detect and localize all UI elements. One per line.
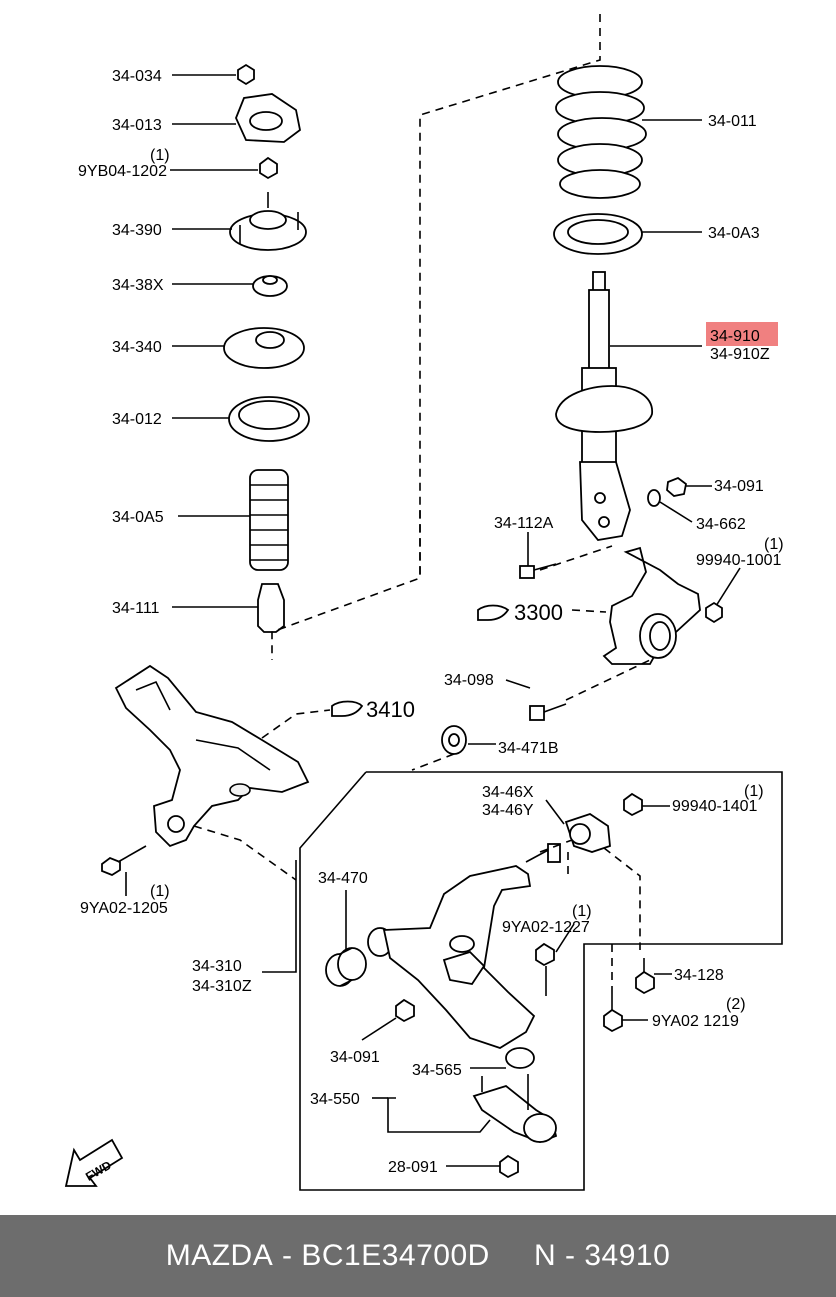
label-34-390: 34-390 <box>112 222 162 239</box>
footer-ref: N - 34910 <box>534 1239 671 1272</box>
nut-28-091 <box>446 1154 519 1179</box>
steering-knuckle <box>602 546 701 665</box>
label-34-38x: 34-38X <box>112 277 164 294</box>
nut-34-091-lower <box>361 998 415 1041</box>
strut-mount-stack <box>223 63 310 633</box>
label-34-091-lower: 34-091 <box>330 1049 380 1066</box>
label-34-46x: 34-46X <box>482 784 534 801</box>
bushing-34-470 <box>325 890 367 987</box>
label-34-310: 34-310 <box>192 958 242 975</box>
strut-assembly <box>555 271 653 541</box>
footer-bar: MAZDA - BC1E34700D N - 34910 <box>0 1215 836 1297</box>
label-34-012: 34-012 <box>112 411 162 428</box>
footer-brand: MAZDA <box>165 1239 274 1272</box>
label-34-011: 34-011 <box>708 113 757 130</box>
label-34-470: 34-470 <box>318 870 368 887</box>
spring-seat <box>553 213 643 255</box>
label-34-111: 34-111 <box>112 600 160 617</box>
label-99940-1401: 99940-1401 <box>672 798 758 815</box>
leaders-right-top <box>527 119 741 607</box>
bushing-34-46x <box>539 792 670 950</box>
arm-bolts <box>535 923 672 1033</box>
highlight-box <box>706 322 778 346</box>
label-28-091: 28-091 <box>388 1159 438 1176</box>
label-34-013: 34-013 <box>112 117 162 134</box>
label-34-091-upper: 34-091 <box>714 478 764 495</box>
bracket-34-310 <box>262 860 297 973</box>
label-3300: 3300 <box>514 600 563 625</box>
label-3410: 3410 <box>366 697 415 722</box>
label-34-46y: 34-46Y <box>482 802 534 819</box>
label-9yb04-1202: 9YB04-1202 <box>78 163 167 180</box>
label-99940-1001: 99940-1001 <box>696 552 782 569</box>
label-34-034: 34-034 <box>112 68 162 85</box>
bolt-9ya02-1205 <box>101 845 147 896</box>
ball-joint <box>372 1047 558 1143</box>
label-34-910: 34-910 <box>710 328 760 345</box>
footer-gap <box>490 1239 534 1273</box>
qty-9ya02-1227: (1) <box>572 903 592 920</box>
label-34-550: 34-550 <box>310 1091 360 1108</box>
label-34-098: 34-098 <box>444 672 494 689</box>
footer-sep: - <box>273 1239 302 1272</box>
washer-34-471b <box>411 725 496 771</box>
label-9ya02-1219: 9YA02 1219 <box>652 1013 739 1030</box>
pointer-3410 <box>331 700 364 717</box>
label-34-0a5: 34-0A5 <box>112 509 164 526</box>
parts-diagram: 34-034 34-013 (1) 9YB04-1202 34-390 34-3… <box>64 14 784 1191</box>
lower-control-arm <box>367 843 561 1049</box>
qty-9ya02-1219: (2) <box>726 996 746 1013</box>
dashed-frame-upper <box>271 14 601 660</box>
fwd-arrow-icon <box>64 1138 124 1187</box>
label-34-565: 34-565 <box>412 1062 462 1079</box>
qty-9ya02-1205: (1) <box>150 883 170 900</box>
label-34-910z: 34-910Z <box>710 346 770 363</box>
strut-fasteners <box>519 476 723 624</box>
leaders-left <box>170 74 258 608</box>
label-34-662: 34-662 <box>696 516 746 533</box>
label-34-128: 34-128 <box>674 967 724 984</box>
pointing-hand-icon <box>477 604 510 621</box>
label-9ya02-1227: 9YA02-1227 <box>502 919 590 936</box>
qty-99940-1001: (1) <box>764 536 784 553</box>
label-34-0a3: 34-0A3 <box>708 225 760 242</box>
coil-spring <box>555 65 647 199</box>
footer-part-number: BC1E34700D <box>301 1239 490 1272</box>
qty-9yb04-1202: (1) <box>150 147 170 164</box>
lower-arm-box <box>299 771 783 1191</box>
label-34-310z: 34-310Z <box>192 978 252 995</box>
bolt-34-098 <box>505 659 651 721</box>
label-34-340: 34-340 <box>112 339 162 356</box>
crossmember <box>114 664 310 848</box>
label-34-112a: 34-112A <box>494 515 554 532</box>
label-9ya02-1205: 9YA02-1205 <box>80 900 168 917</box>
qty-99940-1401: (1) <box>744 783 764 800</box>
label-34-471b: 34-471B <box>498 740 559 757</box>
